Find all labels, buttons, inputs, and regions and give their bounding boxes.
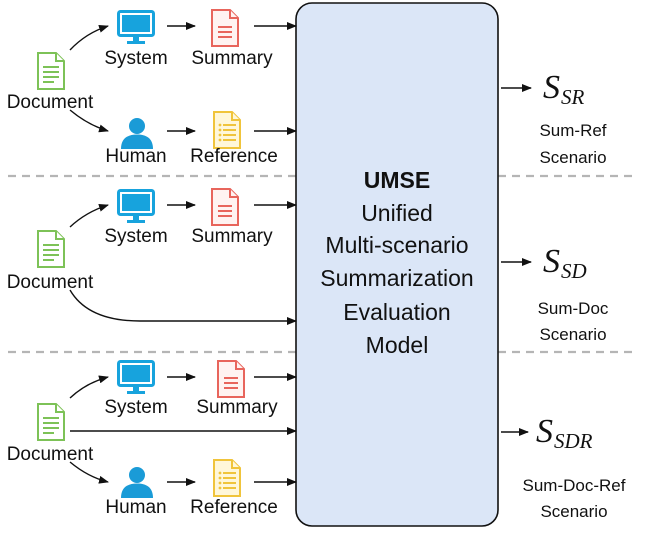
- document-label: Document: [7, 272, 94, 293]
- system-label: System: [104, 48, 167, 69]
- umse-model-box: UMSE Unified Multi-scenario Summarizatio…: [295, 2, 499, 527]
- reference-label: Reference: [190, 146, 278, 167]
- scenario-sum-ref-line1: Sum-Ref: [539, 121, 606, 140]
- arrow-doc-model: [69, 289, 297, 325]
- monitor-icon: [117, 10, 155, 46]
- model-box-rect: [295, 2, 499, 527]
- document-icon: [37, 52, 65, 90]
- system-label: System: [104, 226, 167, 247]
- arrow-doc-human: [69, 461, 109, 484]
- summary-doc-icon: [211, 188, 239, 226]
- human-label: Human: [105, 497, 166, 518]
- monitor-icon: [117, 360, 155, 396]
- document-label: Document: [7, 92, 94, 113]
- model-title: UMSE: [364, 167, 430, 193]
- human-label: Human: [105, 146, 166, 167]
- reference-doc-icon: [213, 111, 241, 149]
- summary-label: Summary: [196, 397, 278, 418]
- score-ssd: SSD: [543, 243, 587, 283]
- model-line-4: Evaluation: [343, 299, 450, 325]
- model-line-1: Unified: [361, 200, 433, 226]
- system-label: System: [104, 397, 167, 418]
- summary-doc-icon: [217, 360, 245, 398]
- scenario-sum-doc-line2: Scenario: [539, 325, 606, 344]
- document-label: Document: [7, 444, 94, 465]
- section-sum-doc: Document System Summary SSD Sum-Doc Scen…: [7, 188, 609, 344]
- score-ssdr: SSDR: [536, 413, 593, 453]
- section-sum-ref: Document System Summary Human Reference …: [7, 9, 607, 167]
- person-icon: [121, 467, 153, 498]
- summary-label: Summary: [191, 48, 273, 69]
- section-sum-doc-ref: Document System Summary Human Reference …: [7, 360, 626, 521]
- score-ssr: SSR: [543, 69, 585, 109]
- model-line-5: Model: [366, 332, 429, 358]
- arrow-doc-system: [69, 375, 109, 399]
- scenario-sum-doc-ref-line1: Sum-Doc-Ref: [523, 476, 626, 495]
- model-line-3: Summarization: [320, 265, 473, 291]
- document-icon: [37, 230, 65, 268]
- summary-label: Summary: [191, 226, 273, 247]
- model-line-2: Multi-scenario: [325, 232, 468, 258]
- arrow-doc-system: [69, 203, 109, 228]
- reference-doc-icon: [213, 459, 241, 497]
- arrow-doc-human: [69, 109, 109, 133]
- scenario-sum-doc-ref-line2: Scenario: [540, 502, 607, 521]
- scenario-sum-doc-line1: Sum-Doc: [538, 299, 609, 318]
- document-icon: [37, 403, 65, 441]
- monitor-icon: [117, 189, 155, 225]
- reference-label: Reference: [190, 497, 278, 518]
- summary-doc-icon: [211, 9, 239, 47]
- scenario-sum-ref-line2: Scenario: [539, 148, 606, 167]
- arrow-doc-system: [69, 24, 109, 51]
- person-icon: [121, 118, 153, 149]
